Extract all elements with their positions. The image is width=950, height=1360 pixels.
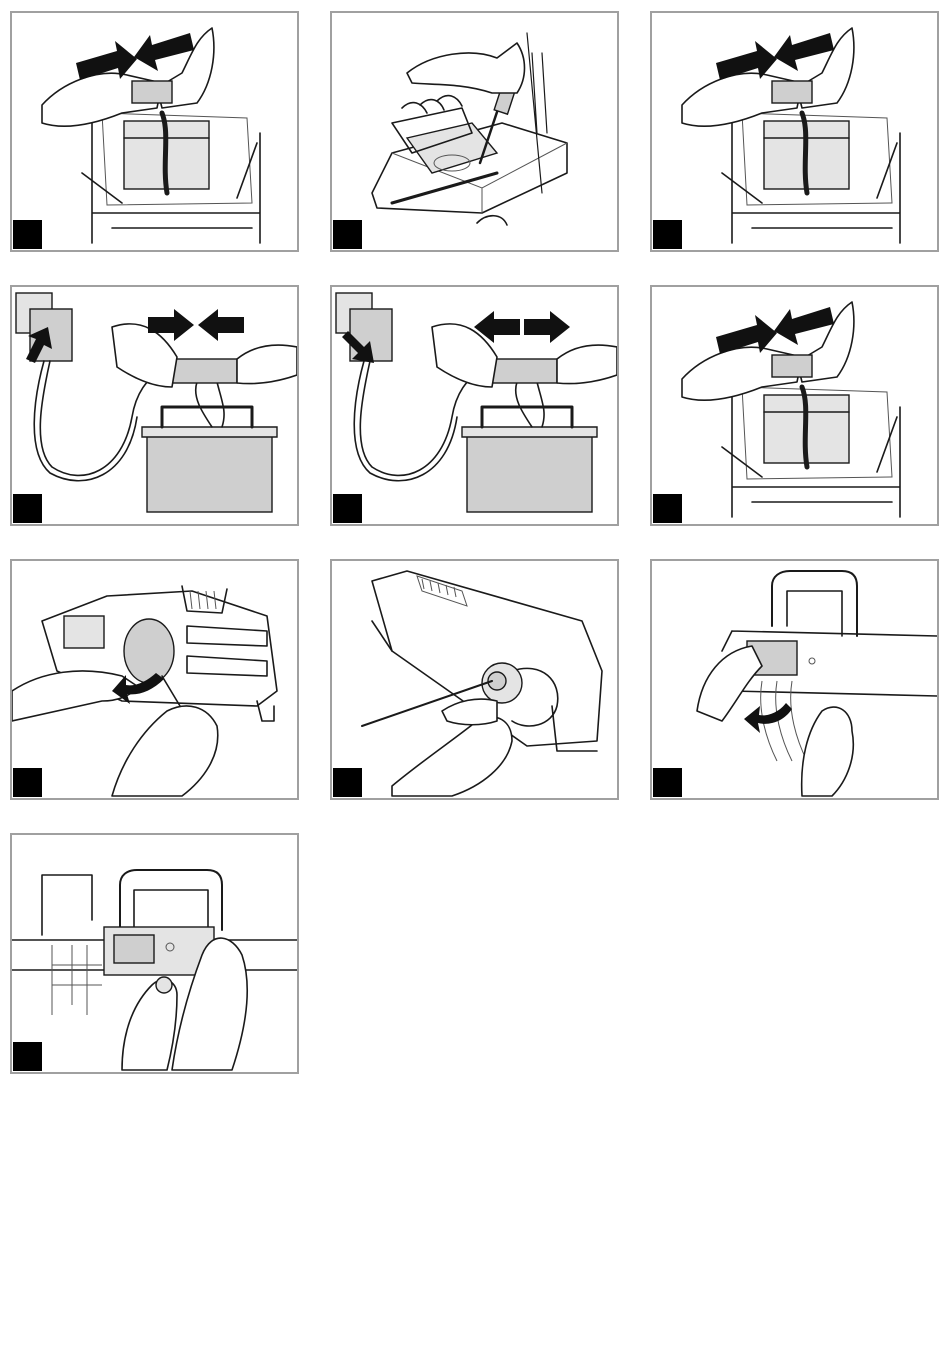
charger-battery-illustration: [332, 287, 617, 524]
charger-battery-illustration: [12, 287, 297, 524]
step-number-badge: [13, 494, 42, 523]
connector-pull-illustration: [332, 561, 617, 798]
step-number-badge: [333, 220, 362, 249]
step-number-badge: [653, 220, 682, 249]
step-number-badge: [13, 1042, 42, 1071]
illustration-panel-1: [10, 11, 299, 252]
step-number-badge: [653, 768, 682, 797]
battery-connector-illustration: [12, 13, 297, 250]
step-number-badge: [333, 768, 362, 797]
illustration-panel-9: [650, 559, 939, 800]
step-number-badge: [653, 494, 682, 523]
illustration-panel-3: [650, 11, 939, 252]
illustration-panel-7: [10, 559, 299, 800]
illustration-panel-5: [330, 285, 619, 526]
step-number-badge: [13, 220, 42, 249]
step-number-badge: [333, 494, 362, 523]
illustration-panel-6: [650, 285, 939, 526]
illustration-panel-8: [330, 559, 619, 800]
engine-screwdriver-illustration: [332, 13, 617, 250]
illustration-panel-4: [10, 285, 299, 526]
plug-insert-illustration: [12, 835, 297, 1072]
step-number-badge: [13, 768, 42, 797]
illustration-panel-2: [330, 11, 619, 252]
battery-connector-illustration: [652, 287, 937, 524]
illustration-panel-10: [10, 833, 299, 1074]
cover-removal-illustration: [12, 561, 297, 798]
battery-connector-illustration: [652, 13, 937, 250]
socket-cover-illustration: [652, 561, 937, 798]
